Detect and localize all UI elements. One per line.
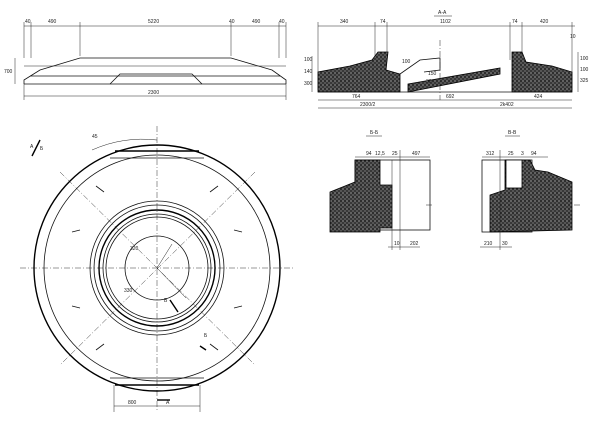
elev-dim-top-3: 5220 — [148, 19, 159, 25]
section-a-a-title: A-A — [438, 10, 447, 16]
bb-dim-bottom-2: 202 — [410, 241, 419, 247]
bb-dim-top-3: 25 — [392, 151, 398, 157]
elev-dim-top-1: 40 — [25, 19, 31, 25]
aa-dim-left-2: 140 — [304, 69, 313, 75]
plan-cut-v: В — [164, 298, 168, 304]
plan-cut-a-bottom: A — [166, 400, 170, 406]
bb-dim-top-4: 497 — [412, 151, 421, 157]
bb-dim-top-2: 12,5 — [375, 151, 385, 157]
vv-dim-bottom-2: 30 — [502, 241, 508, 247]
plan-r2: 330 — [124, 288, 133, 294]
aa-dim-bottom2-1: 2300/2 — [360, 102, 376, 108]
aa-dim-top-6: 10 — [570, 34, 576, 40]
plan-view: 320 330 45 Б A В Б 800 A — [20, 126, 295, 412]
elevation-view: 40 490 5220 40 490 40 700 2300 — [4, 19, 287, 100]
section-a-a: A-A 340 74 1102 74 420 10 100 140 300 10… — [304, 10, 589, 109]
aa-inner-3: 30 — [426, 79, 432, 85]
plan-cut-a-top: A — [30, 144, 34, 150]
section-v-v-title: В-В — [508, 130, 517, 136]
aa-dim-right-2: 100 — [580, 67, 589, 73]
elev-dim-top-6: 40 — [279, 19, 285, 25]
plan-cut-b: Б — [40, 146, 44, 152]
aa-dim-top-4: 74 — [512, 19, 518, 25]
aa-inner-2: 150 — [428, 71, 437, 77]
plan-r1: 320 — [130, 246, 139, 252]
aa-dim-left-1: 100 — [304, 57, 313, 63]
aa-dim-top-3: 1102 — [440, 19, 451, 25]
aa-inner-1: 100 — [402, 59, 411, 65]
vv-dim-top-2: 25 — [508, 151, 514, 157]
aa-dim-right-3: 325 — [580, 78, 589, 84]
elev-dim-top-5: 490 — [252, 19, 261, 25]
bb-dim-bottom-1: 10 — [394, 241, 400, 247]
section-v-v: В-В 312 25 3 94 210 30 — [480, 130, 580, 250]
aa-dim-top-2: 74 — [380, 19, 386, 25]
elev-dim-bottom: 2300 — [148, 90, 159, 96]
vv-dim-top-3: 3 — [521, 151, 524, 157]
plan-angle: 45 — [92, 134, 98, 140]
vv-dim-bottom-1: 210 — [484, 241, 493, 247]
section-b-b-title: Б-Б — [370, 130, 379, 136]
aa-dim-top-5: 420 — [540, 19, 549, 25]
aa-dim-right-1: 100 — [580, 56, 589, 62]
elev-dim-left: 700 — [4, 69, 13, 75]
bb-dim-top-1: 94 — [366, 151, 372, 157]
aa-dim-bottom2-2: 2k402 — [500, 102, 514, 108]
vv-dim-top-4: 94 — [531, 151, 537, 157]
aa-dim-left-3: 300 — [304, 81, 313, 87]
section-b-b: Б-Б 94 12,5 25 497 10 202 — [329, 130, 432, 250]
aa-dim-bottom-1: 764 — [352, 94, 361, 100]
vv-dim-top-1: 312 — [486, 151, 495, 157]
elev-dim-top-2: 490 — [48, 19, 57, 25]
aa-dim-bottom-3: 424 — [534, 94, 543, 100]
elev-dim-top-4: 40 — [229, 19, 235, 25]
aa-dim-top-1: 340 — [340, 19, 349, 25]
plan-dim-bottom: 800 — [128, 400, 137, 406]
aa-dim-bottom-2: 692 — [446, 94, 455, 100]
plan-cut-b2: Б — [204, 333, 208, 339]
